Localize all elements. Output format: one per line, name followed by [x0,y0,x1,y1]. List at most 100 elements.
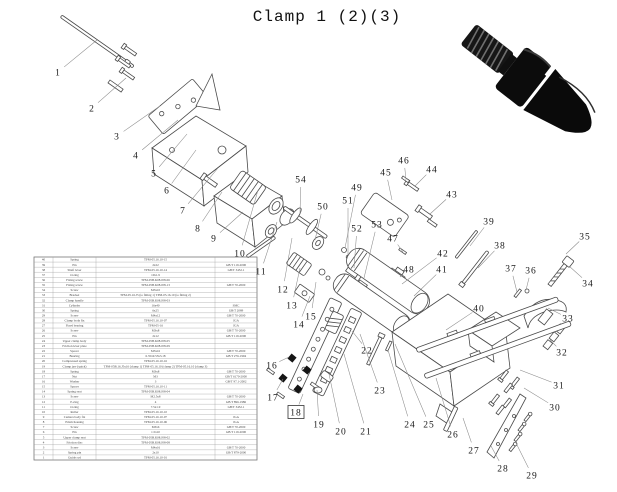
table-cell: Bearing [69,354,79,358]
table-cell: Spring pin [68,451,82,455]
mounting-plate-part [148,79,208,134]
table-cell: 30 [42,308,46,312]
table-cell: TPM-05B.K08.J08-13 [141,283,170,287]
photo-thread-ridges [466,26,509,72]
table-cell: TPM-05.16.10-10 [144,410,167,414]
table-cell: Guide rod [68,456,81,460]
table-cell: Nut [72,374,77,378]
rack-screw-parts [366,331,393,366]
table-cell: GB/T 70-2000 [227,329,246,333]
table-cell: M3x8 [152,369,160,373]
leader-line-39 [469,227,485,247]
leader-line-50 [314,213,322,241]
leader-line-16 [279,356,290,362]
table-cell: TPM-05B.K08.J08-03 [141,298,170,302]
table-cell: 9 [43,415,45,419]
part-label-41: 41 [436,265,448,275]
table-cell: 15 [42,385,46,389]
leader-line-10 [241,189,259,246]
leader-line-17 [276,378,284,391]
photo-knob-highlight [558,76,596,113]
jaw-screw-parts [266,367,334,400]
table-cell: 24 [42,339,46,343]
table-cell: O-ring [70,405,79,409]
table-cell: 34 [42,288,46,292]
leader-line-4 [141,119,179,151]
table-cell: Spacer [70,349,80,353]
square-nut-parts [278,353,312,394]
photo-knob [523,69,592,133]
table-cell: 10x1.9 [151,273,160,277]
table-cell: GB/T 70-2000 [227,283,246,287]
table-cell: Pin [72,263,77,267]
table-cell: Bracket [70,293,80,297]
table-cell: Pin [72,430,77,434]
part-label-29: 29 [526,471,538,481]
part-label-49: 49 [351,183,363,193]
leader-line-45 [387,179,393,201]
table-cell: TPM-05.16.J5 (to fitting 1) TPM-05.16.10… [120,293,191,297]
part-label-6: 6 [164,186,170,196]
leader-line-38 [477,250,495,269]
table-cell: Friction lever plate [62,344,87,348]
leader-line-15 [311,281,317,309]
table-cell: SMC [233,303,240,307]
leader-line-46 [404,167,407,181]
table-cell: Clamp handle [66,298,84,302]
table-cell: GB/T 70-2000 [227,395,246,399]
part-label-26: 26 [447,430,459,440]
part-label-28: 28 [497,464,509,474]
pin-part [199,172,219,188]
part-label-21: 21 [360,427,372,437]
table-cell: 38 [42,268,46,272]
part-label-16: 16 [266,361,278,371]
leader-line-29 [515,442,529,468]
table-cell: 26 [42,329,46,333]
drawing-title: Clamp 1 (2)(3) [252,8,402,26]
leader-line-2 [97,77,127,103]
part-label-18: 18 [290,408,302,418]
part-label-1: 1 [55,68,61,78]
table-cell: Screw [71,288,80,292]
table-cell: 2 [43,451,45,455]
leader-line-19 [316,389,319,417]
part-label-43: 43 [446,190,458,200]
leader-line-13 [293,267,301,298]
part-label-20: 20 [335,427,347,437]
table-cell: GB/T 3452.1 [228,268,245,272]
table-cell: Compressed spring [62,359,87,363]
table-cell: Pin [72,334,77,338]
leader-line-26 [435,377,451,427]
part-label-4: 4 [133,151,139,161]
table-cell: 6x25 [152,308,159,312]
table-cell: 35 [42,283,46,287]
part-label-27: 27 [468,446,480,456]
disc-parts [246,197,295,258]
table-cell: Screw [71,425,80,429]
table-cell: GB/T 97.1-2002 [225,379,246,383]
table-cell: 3 [155,379,157,383]
table-cell: Spring [70,258,79,262]
lever-arm-parts [416,296,572,379]
part-label-10: 10 [234,249,246,259]
table-cell: Fixing screw [66,278,83,282]
table-cell: Spring [70,369,79,373]
